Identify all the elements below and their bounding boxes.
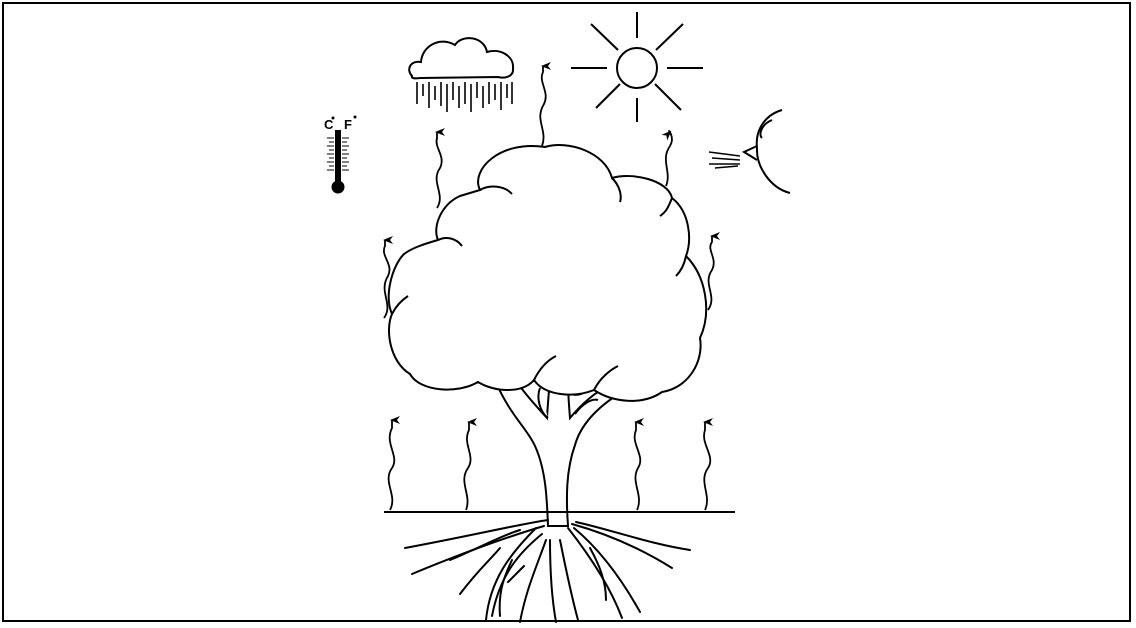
- vapor-arrow: [708, 236, 714, 310]
- rain-cloud-icon: [409, 38, 513, 112]
- vapor-arrow: [389, 420, 395, 510]
- vapor-arrow: [464, 422, 470, 510]
- vapor-arrow: [437, 132, 442, 208]
- fahrenheit-label: F: [344, 117, 352, 132]
- vapor-arrow: [635, 422, 641, 510]
- roots: [405, 520, 690, 622]
- thermometer-icon: C F: [324, 116, 357, 194]
- vapor-arrow: [704, 422, 710, 510]
- vapor-arrow: [540, 66, 545, 146]
- wind-icon: [709, 110, 790, 193]
- vapor-arrow: [666, 131, 672, 186]
- sun-icon: [571, 12, 703, 122]
